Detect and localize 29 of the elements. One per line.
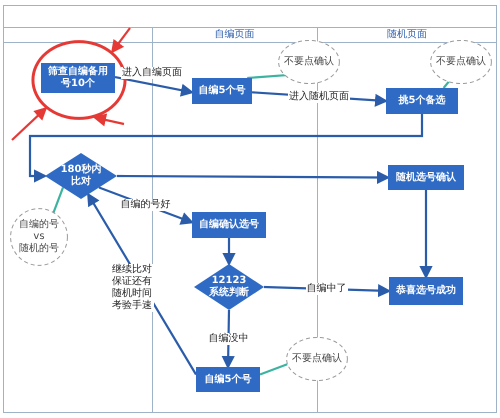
process-box: 自编确认选号 — [192, 212, 266, 238]
decision-diamond: 12123系统判断 — [194, 264, 264, 310]
decision-diamond: 180秒内比对 — [45, 153, 117, 199]
process-box: 筛查自编备用号10个 — [41, 63, 115, 93]
process-box: 自编5个号 — [192, 78, 252, 104]
arrow — [117, 170, 390, 184]
edge-label: 进入自编页面 — [121, 67, 183, 79]
edge-label: 自编没中 — [208, 332, 250, 344]
arrow — [114, 76, 194, 97]
edge-label: 继续比对保证还有随机时间考验手速 — [110, 264, 154, 312]
note-bubble: 不要点确认 — [430, 40, 492, 84]
process-box: 随机选号确认 — [388, 165, 464, 190]
arrow — [28, 114, 424, 183]
process-box: 挑5个备选 — [386, 88, 458, 114]
arrow — [110, 27, 131, 54]
note-bubble: 自编的号 vs 随机的号 — [10, 208, 68, 266]
arrow — [92, 114, 124, 126]
edge-label: 进入随机页面 — [288, 90, 350, 103]
edge-label: 自编的号好 — [120, 198, 172, 211]
arrow — [222, 238, 236, 266]
note-bubble: 不要点确认 — [278, 40, 340, 84]
arrow — [11, 106, 48, 141]
edge-label: 自编中了 — [306, 283, 348, 295]
process-box: 自编5个号 — [196, 367, 260, 392]
lane-title: 随机页面 — [386, 28, 428, 42]
process-box: 恭喜选号成功 — [389, 277, 463, 305]
lane-title: 自编页面 — [214, 28, 256, 42]
note-bubble: 不要点确认 — [286, 337, 348, 381]
arrow — [419, 190, 433, 280]
